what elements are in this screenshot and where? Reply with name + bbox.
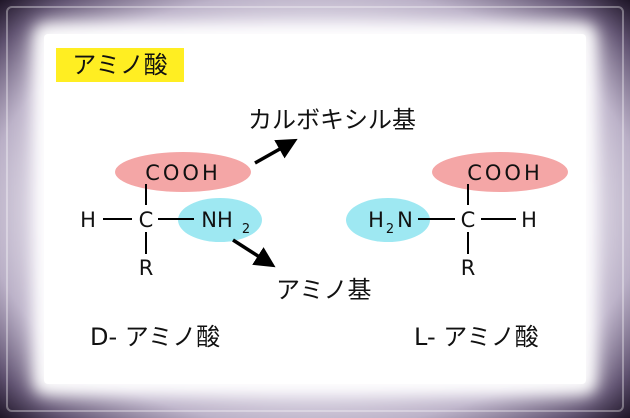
l-r-label: R <box>461 256 476 280</box>
l-n-label: N <box>397 208 413 232</box>
amino-arrow <box>232 238 276 268</box>
carboxyl-arrow <box>254 138 298 165</box>
d-amino-acid-label: D- アミノ酸 <box>90 323 221 351</box>
content-panel <box>44 34 586 384</box>
amino-group-label: アミノ基 <box>276 276 372 304</box>
d-h-label: H <box>80 208 96 232</box>
l-cooh-label: COOH <box>467 161 543 185</box>
d-nh-label: NH <box>201 208 233 232</box>
carboxyl-group-label: カルボキシル基 <box>248 106 416 134</box>
l-h-label: H <box>521 208 537 232</box>
d-amino-highlight <box>178 198 262 242</box>
d-r-label: R <box>139 256 154 280</box>
l-amino-acid-label: L- アミノ酸 <box>414 323 539 351</box>
l-carboxyl-highlight <box>432 152 568 192</box>
d-carboxyl-highlight <box>115 152 251 192</box>
l-h2-h-label: H <box>368 208 384 232</box>
d-nh-subscript: 2 <box>242 222 250 237</box>
l-amino-highlight <box>346 198 430 242</box>
d-cooh-label: COOH <box>145 161 221 185</box>
l-h2-subscript: 2 <box>386 222 394 237</box>
page-title: アミノ酸 <box>56 48 184 82</box>
d-c-label: C <box>139 208 154 232</box>
l-c-label: C <box>461 208 476 232</box>
